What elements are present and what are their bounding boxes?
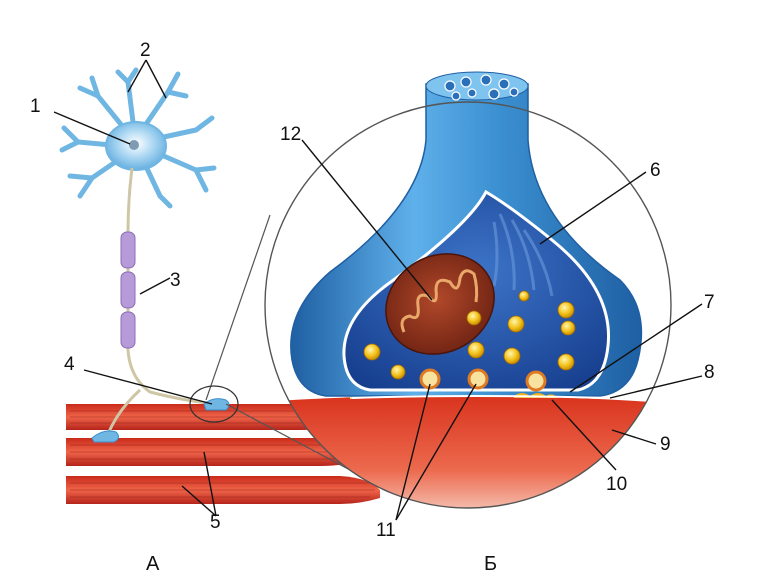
label-1: 1: [30, 96, 41, 117]
synaptic-cleft-line: [351, 395, 609, 399]
muscle-fibers: [66, 404, 380, 504]
label-3: 3: [170, 270, 181, 291]
label-10: 10: [606, 474, 627, 495]
label-7: 7: [704, 292, 715, 313]
zoom-lines: [205, 214, 351, 471]
caption-b: Б: [484, 553, 497, 575]
magnification-circle: [264, 101, 672, 509]
zoom-source-circle: [189, 385, 239, 423]
label-9: 9: [660, 434, 671, 455]
caption-a: А: [146, 553, 160, 575]
label-5: 5: [210, 512, 221, 533]
label-11: 11: [376, 520, 396, 541]
leader-lines: [53, 59, 703, 521]
label-4: 4: [64, 354, 75, 375]
label-8: 8: [704, 362, 715, 383]
synaptic-vesicles: [363, 290, 576, 380]
motor-neuron: [59, 67, 230, 443]
mitochondrion: [385, 253, 495, 355]
label-6: 6: [650, 160, 661, 181]
label-2: 2: [140, 40, 151, 61]
label-12: 12: [280, 124, 301, 145]
